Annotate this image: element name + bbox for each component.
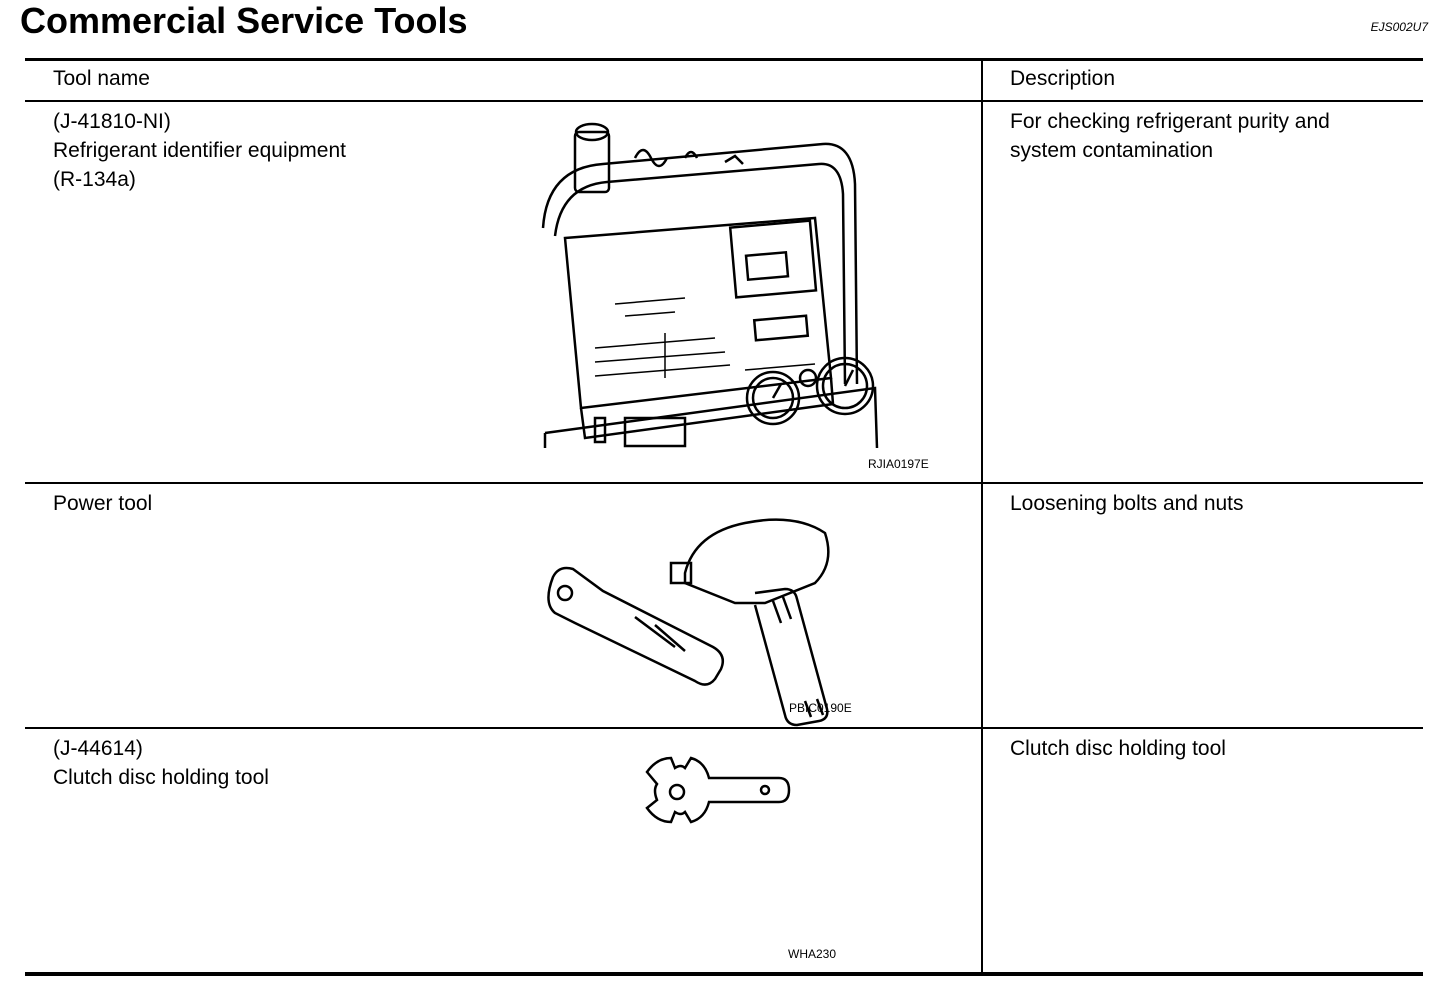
row-divider [25, 482, 1423, 484]
column-divider [981, 58, 983, 974]
row-divider [25, 727, 1423, 729]
service-tools-table: Tool name Description (J-41810-NI) Refri… [25, 58, 1423, 976]
tool-name-line: Refrigerant identifier equipment [53, 139, 346, 162]
page-title: Commercial Service Tools [20, 0, 468, 41]
description-line: For checking refrigerant purity and [1010, 110, 1330, 133]
tool-name-line: (R-134a) [53, 168, 136, 191]
document-code: EJS002U7 [1370, 20, 1428, 34]
tool-name-line: Clutch disc holding tool [53, 766, 269, 789]
tool-name-line: Power tool [53, 492, 153, 515]
description-line: Loosening bolts and nuts [1010, 492, 1244, 515]
tool-name-line: (J-41810-NI) [53, 110, 171, 133]
figure-code: PBIC0190E [789, 701, 852, 715]
figure-code: WHA230 [788, 947, 837, 961]
table-top-border [25, 58, 1423, 61]
description-line: Clutch disc holding tool [1010, 737, 1226, 760]
power-tool-icon [547, 518, 830, 727]
header-divider [25, 100, 1423, 102]
header-description: Description [1010, 67, 1116, 90]
tool-name-line: (J-44614) [53, 737, 143, 760]
table-bottom-border [25, 972, 1423, 976]
refrigerant-identifier-icon [541, 122, 879, 449]
figure-code: RJIA0197E [868, 457, 929, 471]
clutch-disc-holding-tool-icon [645, 756, 791, 824]
header-tool-name: Tool name [53, 67, 150, 90]
description-line: system contamination [1010, 139, 1214, 162]
